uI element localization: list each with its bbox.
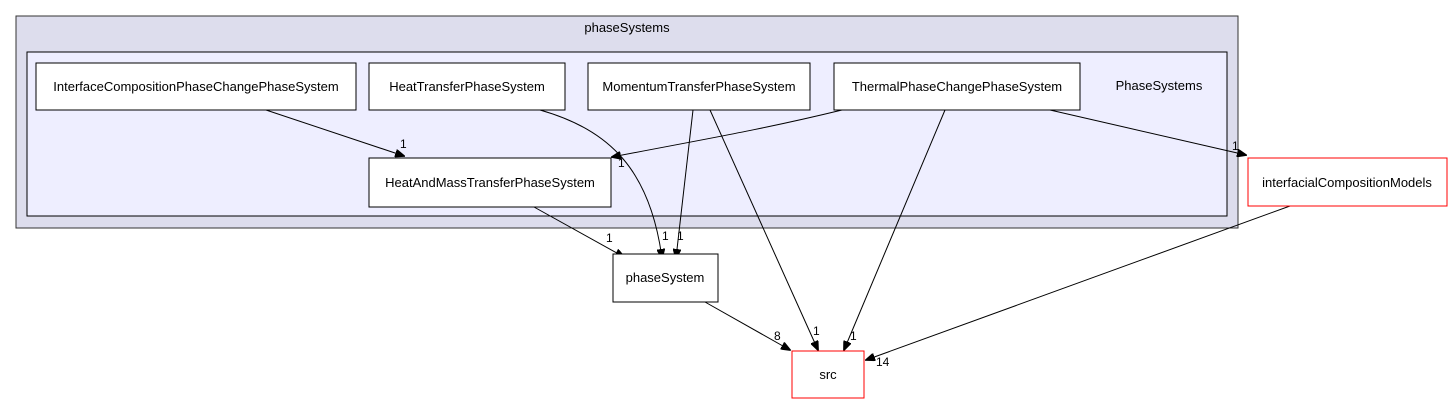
edge-momentum-to-src — [709, 109, 818, 350]
node-heat-and-mass-transfer-label: HeatAndMassTransferPhaseSystem — [385, 175, 595, 190]
node-phase-system-label: phaseSystem — [626, 270, 705, 285]
edge-phasesystem-to-src — [704, 301, 790, 350]
edge-label-thermal-to-heatandmass[interactable]: 1 — [618, 156, 625, 170]
node-src-label: src — [819, 367, 837, 382]
node-heat-transfer-box — [368, 62, 566, 111]
edge-thermal-to-heatandmass — [612, 109, 843, 157]
edges — [265, 109, 1291, 360]
node-src[interactable]: src — [791, 350, 865, 399]
node-heat-transfer-label: HeatTransferPhaseSystem — [389, 79, 545, 94]
node-interface-composition-box — [35, 62, 357, 111]
outer-cluster-label: phaseSystems — [584, 20, 670, 35]
inner-cluster-label: PhaseSystems — [1116, 78, 1203, 93]
node-momentum-transfer-box — [587, 62, 811, 111]
node-src-box — [791, 350, 865, 399]
node-heat-transfer[interactable]: HeatTransferPhaseSystem — [368, 62, 566, 111]
node-interfacial-composition-models[interactable]: interfacialCompositionModels — [1247, 157, 1448, 207]
node-phase-system-box — [612, 253, 719, 303]
node-thermal-phase-change-box — [833, 62, 1081, 111]
node-interface-composition[interactable]: InterfaceCompositionPhaseChangePhaseSyst… — [35, 62, 357, 111]
node-thermal-phase-change[interactable]: ThermalPhaseChangePhaseSystem — [833, 62, 1081, 111]
edge-label-thermal-to-src[interactable]: 1 — [850, 329, 857, 343]
edge-label-phasesystem-to-src[interactable]: 8 — [774, 329, 781, 343]
node-heat-and-mass-transfer-box — [368, 157, 612, 208]
edge-interfacial-to-src — [866, 205, 1291, 360]
edge-label-momentum-to-src[interactable]: 1 — [813, 324, 820, 338]
edge-thermal-to-src — [844, 109, 946, 350]
node-phase-system[interactable]: phaseSystem — [612, 253, 719, 303]
node-thermal-phase-change-label: ThermalPhaseChangePhaseSystem — [852, 79, 1062, 94]
node-interfacial-composition-models-label: interfacialCompositionModels — [1262, 175, 1432, 190]
node-momentum-transfer[interactable]: MomentumTransferPhaseSystem — [587, 62, 811, 111]
node-interfacial-composition-models-box — [1247, 157, 1448, 207]
edge-thermal-to-interfacial — [1049, 109, 1246, 155]
edge-interface-to-heatandmass — [265, 109, 404, 156]
node-momentum-transfer-label: MomentumTransferPhaseSystem — [602, 79, 795, 94]
edge-label-heatandmass-to-phasesystem[interactable]: 1 — [606, 231, 613, 245]
edge-label-interface-to-heatandmass[interactable]: 1 — [400, 137, 407, 151]
node-heat-and-mass-transfer[interactable]: HeatAndMassTransferPhaseSystem — [368, 157, 612, 208]
edge-heatandmass-to-phasesystem — [533, 206, 624, 257]
edge-label-thermal-to-interfacial[interactable]: 1 — [1232, 139, 1239, 153]
edge-label-interfacial-to-src[interactable]: 14 — [876, 355, 890, 369]
node-interface-composition-label: InterfaceCompositionPhaseChangePhaseSyst… — [53, 79, 338, 94]
edge-heattransfer-to-phasesystem — [539, 109, 662, 258]
edge-labels: 1 1 1 1 1 1 1 1 8 14 — [400, 137, 1239, 369]
edge-label-heattransfer-to-phasesystem[interactable]: 1 — [662, 229, 669, 243]
edge-momentum-to-phasesystem — [676, 109, 694, 258]
edge-label-momentum-to-phasesystem[interactable]: 1 — [677, 229, 684, 243]
